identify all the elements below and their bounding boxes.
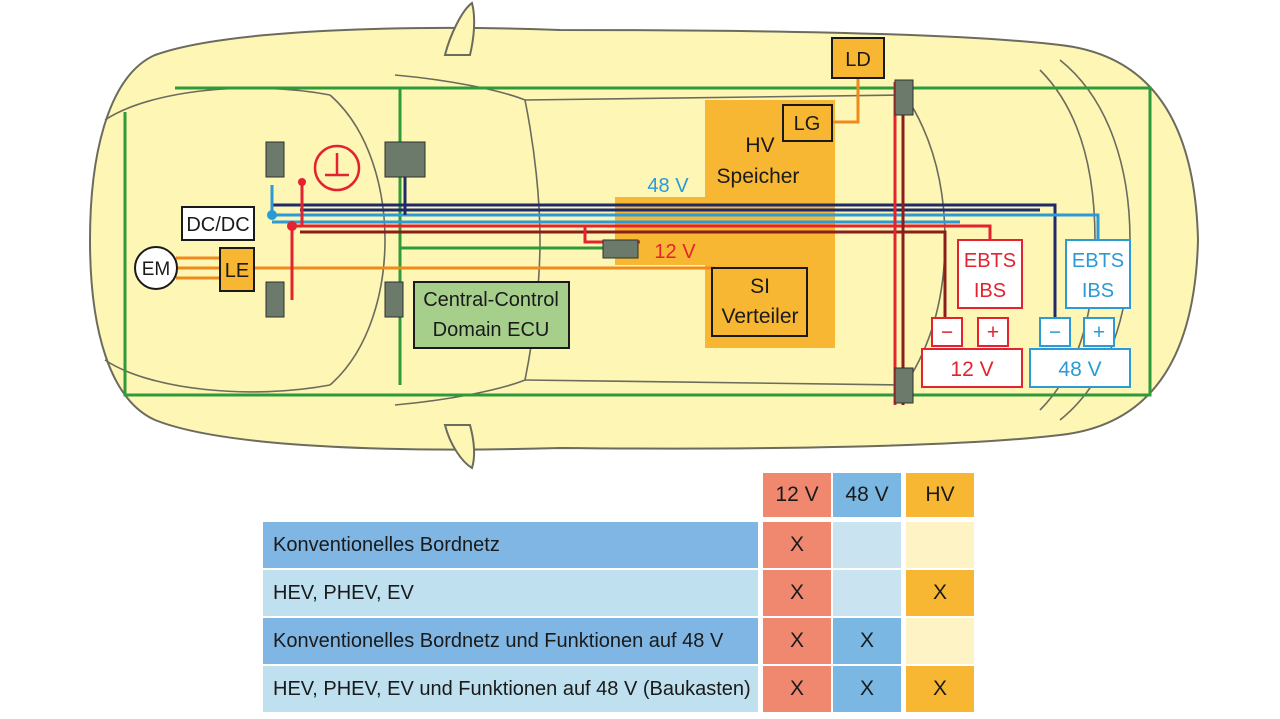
ld-label: LD — [845, 49, 871, 71]
ebts-12v-line2: IBS — [974, 280, 1006, 302]
matrix-column-header: HV — [906, 473, 974, 517]
matrix-column-header: 48 V — [833, 473, 901, 517]
battery-48v-minus — [1039, 317, 1071, 347]
matrix-cell — [833, 570, 901, 616]
em-circle — [134, 246, 178, 290]
ebts-48v-box — [1065, 239, 1131, 309]
green-bus — [123, 86, 1152, 397]
matrix-cell: X — [833, 666, 901, 712]
ld-box — [831, 37, 885, 79]
48v-line-label: 48 V — [647, 175, 689, 197]
matrix-cell: X — [906, 570, 974, 616]
si-line2: Verteiler — [721, 305, 798, 328]
si-line1: SI — [750, 275, 770, 298]
ebts-48v-line1: EBTS — [1072, 250, 1124, 272]
lg-box — [782, 104, 833, 142]
em-label: EM — [142, 259, 171, 280]
ecu-box — [413, 281, 570, 349]
ecu-line2: Domain ECU — [433, 319, 550, 341]
mirror-top — [443, 1, 476, 56]
ground-icon — [313, 144, 361, 192]
le-label: LE — [225, 260, 249, 282]
battery-12v-plus-label: + — [987, 321, 999, 344]
48v-lines — [270, 175, 1100, 320]
matrix-row-label: Konventionelles Bordnetz und Funktionen … — [263, 618, 758, 664]
lg-label: LG — [794, 113, 821, 135]
battery-48v — [1029, 348, 1131, 388]
battery-12v-minus-label: − — [941, 321, 953, 344]
12v-lines — [290, 82, 992, 405]
matrix-row-label: HEV, PHEV, EV und Funktionen auf 48 V (B… — [263, 666, 758, 712]
mirror-bottom — [443, 424, 476, 470]
hv-speicher-line1: HV — [745, 134, 774, 157]
dcdc-label: DC/DC — [186, 214, 249, 236]
matrix-cell: X — [763, 618, 831, 664]
matrix-row-label: HEV, PHEV, EV — [263, 570, 758, 616]
matrix-cell: X — [906, 666, 974, 712]
ebts-12v-line1: EBTS — [964, 250, 1016, 272]
battery-12v-minus — [931, 317, 963, 347]
matrix-cell: X — [763, 522, 831, 568]
battery-48v-label: 48 V — [1058, 358, 1101, 381]
battery-48v-minus-label: − — [1049, 321, 1061, 344]
vehicle-wiring-diagram: LD LG HV Speicher 48 V 12 V SI Verteiler… — [88, 1, 1200, 470]
battery-48v-plus-label: + — [1093, 321, 1105, 344]
12v-line-label: 12 V — [654, 241, 696, 263]
battery-48v-plus — [1083, 317, 1115, 347]
matrix-column-header: 12 V — [763, 473, 831, 517]
matrix-cell — [906, 618, 974, 664]
ebts-48v-line2: IBS — [1082, 280, 1114, 302]
matrix-cell: X — [833, 618, 901, 664]
connector-modules — [265, 79, 914, 404]
si-verteiler-box — [711, 267, 808, 337]
battery-12v-label: 12 V — [950, 358, 993, 381]
dcdc-box — [181, 206, 255, 241]
battery-12v-plus — [977, 317, 1009, 347]
matrix-cell: X — [763, 570, 831, 616]
ecu-line1: Central-Control — [423, 289, 559, 311]
battery-12v — [921, 348, 1023, 388]
ebts-12v-box — [957, 239, 1023, 309]
le-box — [219, 247, 255, 292]
hv-speicher-line2: Speicher — [717, 165, 800, 188]
matrix-cell — [906, 522, 974, 568]
matrix-cell: X — [763, 666, 831, 712]
matrix-row-label: Konventionelles Bordnetz — [263, 522, 758, 568]
matrix-cell — [833, 522, 901, 568]
